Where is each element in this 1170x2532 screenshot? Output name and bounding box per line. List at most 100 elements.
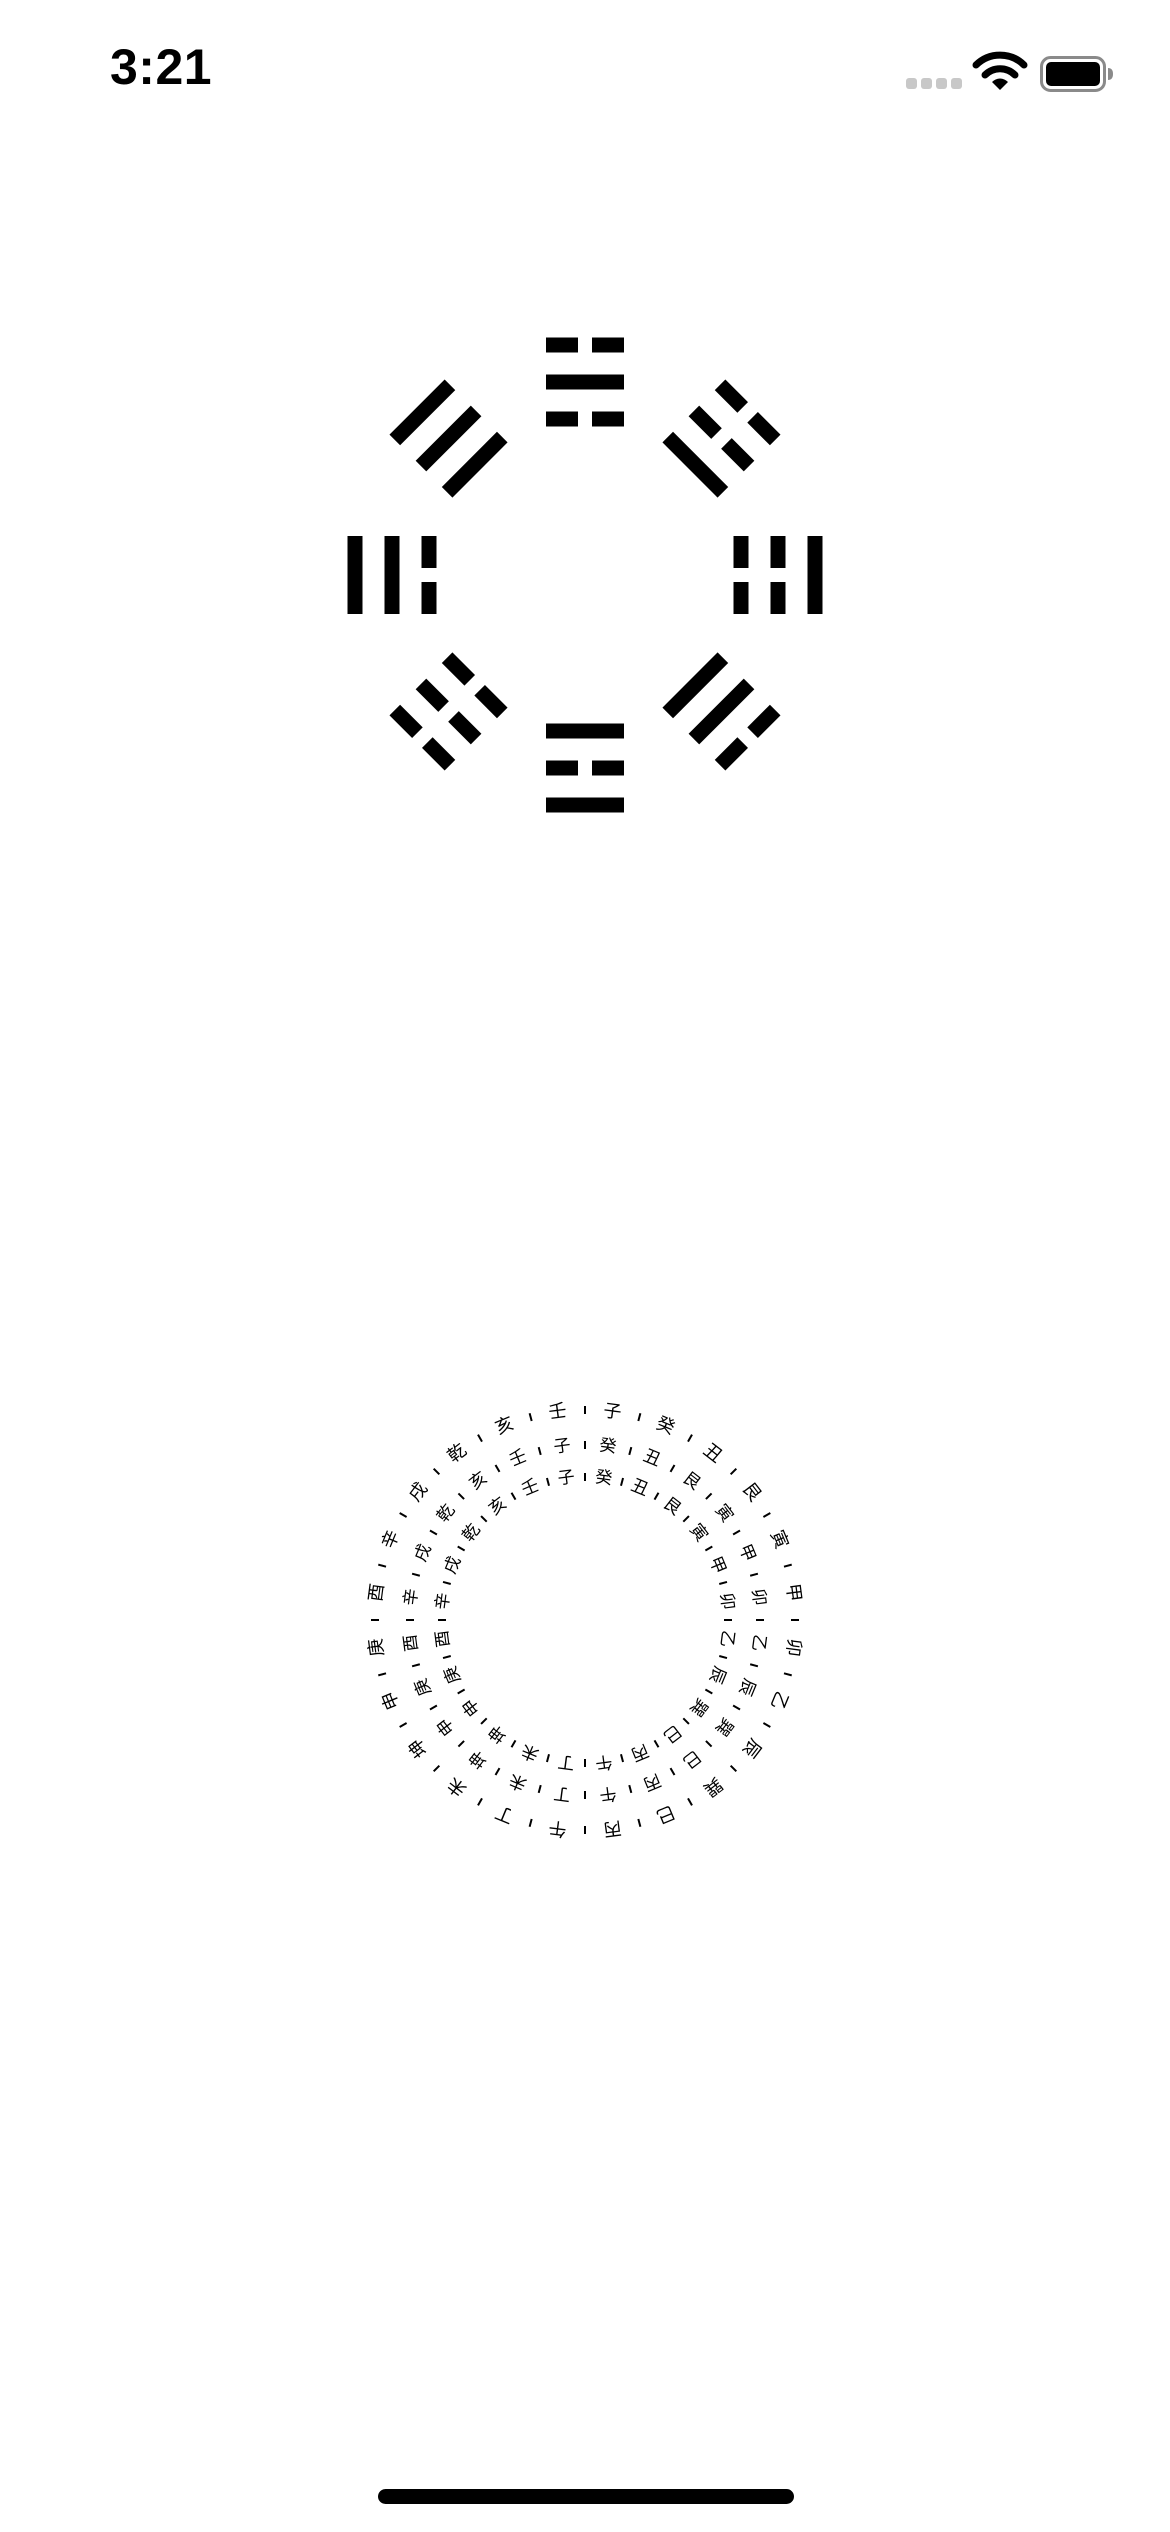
outer-ring-label: 巽 (699, 1773, 726, 1801)
middle-ring-separator (429, 1529, 438, 1536)
inner-ring-separator (480, 1717, 488, 1725)
trigram-solid-line (688, 678, 755, 745)
middle-ring-label: 酉 (400, 1633, 422, 1652)
middle-ring-label: 巽 (711, 1714, 737, 1740)
outer-ring-separator (637, 1818, 642, 1827)
inner-ring-separator (682, 1515, 690, 1523)
middle-ring-label: 午 (598, 1782, 617, 1804)
trigram-乾 (389, 379, 508, 498)
trigram-broken-line (592, 411, 624, 427)
trigram-broken-line (733, 536, 749, 568)
middle-ring-label: 寅 (711, 1501, 737, 1527)
inner-ring-label: 甲 (705, 1554, 730, 1577)
outer-ring-label: 癸 (653, 1413, 678, 1439)
inner-ring-separator (510, 1739, 517, 1748)
middle-ring-separator (669, 1767, 676, 1776)
inner-ring-separator (442, 1655, 451, 1660)
outer-ring-separator (687, 1797, 693, 1806)
luopan-ring-diagram: 壬子癸丑艮寅甲卯乙辰巽巳丙午丁未坤申庚酉辛戌乾亥子癸丑艮寅甲卯乙辰巽巳丙午丁未坤… (340, 1375, 830, 1865)
middle-ring-label: 癸 (598, 1435, 617, 1457)
trigram-broken-line (441, 652, 476, 686)
inner-ring-label: 坤 (485, 1720, 511, 1746)
trigram-solid-line (662, 431, 729, 498)
inner-ring-separator (545, 1477, 550, 1486)
trigram-broken-line (546, 411, 578, 427)
outer-ring-label: 甲 (782, 1582, 805, 1603)
outer-ring-separator (729, 1764, 738, 1773)
trigram-broken-line (421, 582, 437, 614)
trigram-兌 (347, 536, 437, 614)
inner-ring-label: 壬 (519, 1475, 542, 1500)
middle-ring-separator (411, 1572, 421, 1577)
inner-ring-separator (442, 1580, 451, 1585)
inner-ring-separator (704, 1545, 713, 1552)
inner-ring-separator (457, 1545, 466, 1552)
trigram-solid-line (546, 797, 624, 813)
middle-ring-separator (749, 1663, 759, 1668)
middle-ring-separator (628, 1446, 633, 1456)
middle-ring-separator (457, 1492, 465, 1500)
outer-ring-separator (729, 1467, 738, 1476)
middle-ring-separator (732, 1704, 741, 1711)
inner-ring-label: 辰 (705, 1663, 730, 1686)
middle-ring-label: 戌 (411, 1541, 436, 1564)
middle-ring-separator (411, 1663, 421, 1668)
inner-ring-label: 申 (458, 1694, 484, 1720)
outer-ring-separator (477, 1797, 483, 1806)
middle-ring-label: 辰 (734, 1675, 759, 1698)
middle-ring-separator (537, 1784, 542, 1794)
trigram-solid-line (389, 379, 456, 446)
inner-ring-label: 卯 (716, 1592, 738, 1611)
outer-ring-label: 壬 (547, 1400, 568, 1423)
outer-ring-label: 卯 (782, 1637, 805, 1658)
inner-ring-separator (653, 1739, 660, 1748)
inner-ring-label: 子 (557, 1467, 576, 1489)
middle-ring-separator (628, 1784, 633, 1794)
wifi-icon (972, 50, 1028, 92)
status-bar: 3:21 (0, 0, 1170, 150)
inner-ring-label: 丑 (628, 1475, 651, 1500)
outer-ring-separator (399, 1512, 408, 1518)
inner-ring-separator (682, 1717, 690, 1725)
middle-ring-label: 坤 (466, 1746, 492, 1772)
outer-ring-label: 寅 (766, 1527, 792, 1552)
inner-ring-label: 寅 (685, 1520, 711, 1546)
inner-ring-label: 戌 (440, 1554, 465, 1577)
inner-ring-label: 辛 (432, 1592, 454, 1611)
middle-ring-separator (705, 1740, 713, 1748)
outer-ring-separator (378, 1563, 387, 1568)
inner-ring-label: 丁 (557, 1751, 576, 1773)
inner-ring-separator (510, 1492, 517, 1501)
outer-ring-label: 亥 (492, 1413, 517, 1439)
home-indicator[interactable] (378, 2489, 794, 2504)
trigram-broken-line (546, 760, 578, 776)
trigram-solid-line (807, 536, 823, 614)
middle-ring-label: 庚 (411, 1675, 436, 1698)
middle-ring-label: 乙 (747, 1633, 769, 1652)
middle-ring-label: 巳 (679, 1746, 705, 1772)
outer-ring-label: 坤 (405, 1734, 433, 1761)
outer-ring-label: 艮 (738, 1479, 766, 1506)
middle-ring-label: 子 (552, 1435, 571, 1457)
trigram-broken-line (688, 405, 722, 439)
trigram-離 (546, 723, 624, 813)
trigram-broken-line (714, 379, 748, 413)
outer-ring-label: 辛 (378, 1527, 404, 1552)
middle-ring-separator (749, 1572, 759, 1577)
inner-ring-label: 巽 (685, 1694, 711, 1720)
middle-ring-label: 辛 (400, 1587, 422, 1606)
middle-ring-label: 丑 (640, 1446, 663, 1471)
outer-ring-label: 丑 (699, 1440, 726, 1468)
inner-ring-separator (620, 1477, 625, 1486)
trigram-坎 (546, 337, 624, 427)
outer-ring-label: 未 (444, 1773, 471, 1801)
middle-ring-label: 亥 (466, 1468, 492, 1494)
trigram-broken-line (592, 760, 624, 776)
inner-ring-label: 未 (519, 1740, 542, 1765)
middle-ring-label: 艮 (679, 1468, 705, 1494)
trigram-solid-line (662, 652, 729, 719)
middle-ring-label: 丁 (552, 1782, 571, 1804)
outer-ring-separator (378, 1672, 387, 1677)
outer-ring-label: 乙 (766, 1688, 792, 1713)
trigram-broken-line (546, 337, 578, 353)
